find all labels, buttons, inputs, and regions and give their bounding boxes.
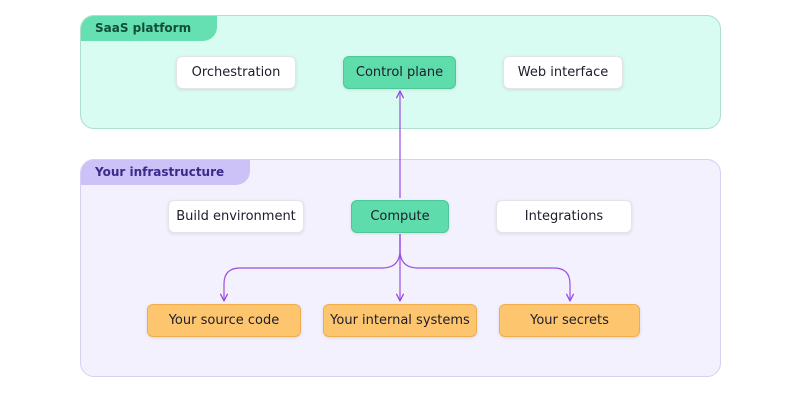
node-integrations: Integrations: [496, 200, 632, 233]
node-build-environment: Build environment: [168, 200, 304, 233]
edge-compute-to-source-code: [219, 234, 401, 302]
node-your-internal-systems: Your internal systems: [323, 304, 477, 337]
edge-compute-to-secrets: [399, 234, 575, 302]
node-orchestration: Orchestration: [176, 56, 296, 89]
zone-label-your-infrastructure: Your infrastructure: [81, 160, 251, 185]
node-your-source-code: Your source code: [147, 304, 301, 337]
node-control-plane: Control plane: [343, 56, 456, 89]
node-compute: Compute: [351, 200, 449, 233]
zone-label-saas-platform: SaaS platform: [81, 16, 218, 41]
node-web-interface: Web interface: [503, 56, 623, 89]
node-your-secrets: Your secrets: [499, 304, 640, 337]
